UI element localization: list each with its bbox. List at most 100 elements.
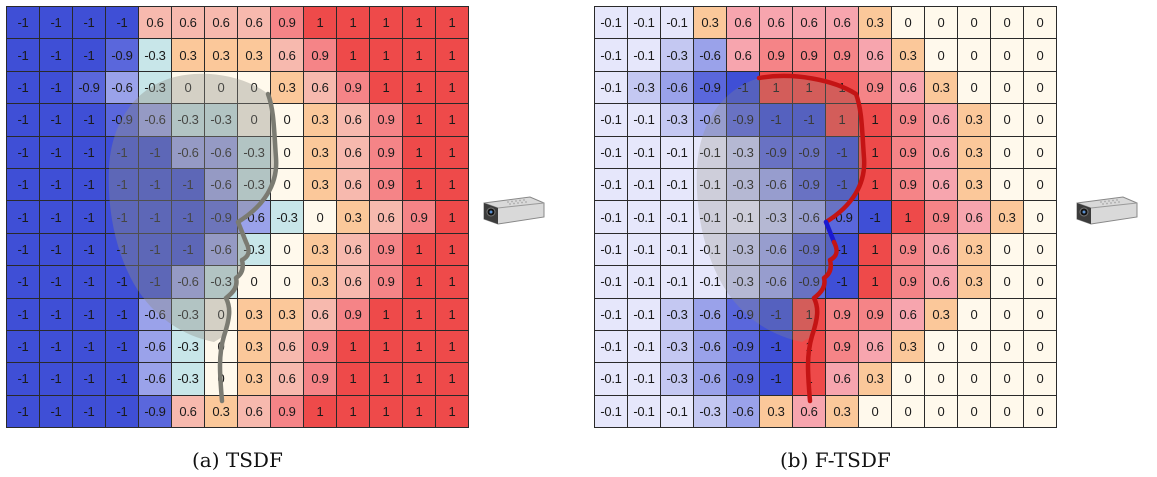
grid-cell: 0 — [1024, 266, 1057, 298]
grid-cell: 0.9 — [403, 201, 436, 233]
grid-cell: -0.1 — [661, 201, 694, 233]
grid-cell: -1 — [73, 137, 106, 169]
grid-cell: 0.6 — [925, 266, 958, 298]
grid-cell: -1 — [172, 234, 205, 266]
grid-cell: -0.9 — [793, 137, 826, 169]
grid-cell: -1 — [73, 234, 106, 266]
grid-cell: -1 — [7, 7, 40, 39]
grid-cell: 0.6 — [271, 331, 304, 363]
grid-cell: 1 — [337, 396, 370, 428]
grid-cell: -0.1 — [595, 201, 628, 233]
grid-cell: 0.9 — [925, 201, 958, 233]
grid-cell: -1 — [40, 72, 73, 104]
grid-cell: 0.3 — [925, 72, 958, 104]
grid-cell: 1 — [859, 169, 892, 201]
grid-cell: 0.6 — [337, 104, 370, 136]
grid-cell: -1 — [73, 201, 106, 233]
grid-cell: -0.1 — [727, 201, 760, 233]
grid-cell: 0.3 — [238, 331, 271, 363]
grid-cell: 0.3 — [238, 299, 271, 331]
grid-cell: 0.6 — [205, 7, 238, 39]
grid-cell: -1 — [40, 137, 73, 169]
grid-cell: 0 — [238, 266, 271, 298]
grid-cell: 1 — [436, 266, 469, 298]
grid-cell: -0.6 — [172, 137, 205, 169]
grid-cell: 0 — [1024, 396, 1057, 428]
grid-cell: 1 — [859, 137, 892, 169]
grid-cell: 0.3 — [304, 169, 337, 201]
grid-cell: 0.9 — [304, 39, 337, 71]
grid-cell: -1 — [73, 7, 106, 39]
grid-cell: 0.6 — [370, 201, 403, 233]
grid-cell: 0.9 — [370, 104, 403, 136]
grid-cell: 1 — [370, 39, 403, 71]
grid-cell: -0.6 — [172, 266, 205, 298]
grid-cell: 1 — [760, 72, 793, 104]
grid-cell: 0 — [304, 201, 337, 233]
grid-cell: 0 — [205, 299, 238, 331]
grid-cell: 1 — [403, 137, 436, 169]
grid-cell: -0.1 — [595, 137, 628, 169]
grid-cell: 0 — [238, 72, 271, 104]
grid-cell: -1 — [106, 396, 139, 428]
grid-cell: 1 — [436, 331, 469, 363]
grid-cell: 0.6 — [826, 363, 859, 395]
grid-cell: 0.3 — [271, 299, 304, 331]
grid-cell: 1 — [793, 299, 826, 331]
grid-cell: 0 — [925, 363, 958, 395]
grid-cell: 0 — [271, 234, 304, 266]
grid-cell: 1 — [370, 396, 403, 428]
grid-cell: 1 — [436, 137, 469, 169]
grid-cell: -0.1 — [661, 234, 694, 266]
grid-cell: 1 — [304, 396, 337, 428]
grid-cell: 0.3 — [172, 39, 205, 71]
grid-cell: 1 — [403, 396, 436, 428]
grid-cell: 0.9 — [337, 72, 370, 104]
grid-cell: 0.6 — [304, 299, 337, 331]
grid-cell: 0.6 — [925, 234, 958, 266]
grid-cell: -1 — [139, 169, 172, 201]
grid-cell: 0 — [925, 7, 958, 39]
grid-cell: 0 — [991, 299, 1024, 331]
grid-cell: -0.1 — [694, 201, 727, 233]
grid-cell: -1 — [73, 331, 106, 363]
grid-cell: 0.9 — [892, 266, 925, 298]
grid-cell: -0.1 — [628, 266, 661, 298]
grid-cell: 0.3 — [760, 396, 793, 428]
grid-cell: -1 — [826, 137, 859, 169]
grid-cell: -0.1 — [628, 104, 661, 136]
grid-cell: -1 — [73, 266, 106, 298]
caption-tsdf: (a) TSDF — [192, 448, 283, 472]
grid-cell: -0.9 — [205, 201, 238, 233]
grid-cell: 1 — [403, 169, 436, 201]
grid-cell: 1 — [403, 104, 436, 136]
grid-cell: -0.6 — [760, 234, 793, 266]
grid-cell: 0.3 — [205, 396, 238, 428]
grid-cell: 0 — [859, 396, 892, 428]
grid-cell: -1 — [73, 363, 106, 395]
grid-cell: 0.3 — [958, 234, 991, 266]
grid-cell: 1 — [337, 39, 370, 71]
grid-cell: -1 — [106, 266, 139, 298]
grid-cell: -1 — [40, 104, 73, 136]
grid-cell: -0.1 — [595, 7, 628, 39]
grid-cell: -1 — [7, 266, 40, 298]
grid-cell: -0.3 — [661, 299, 694, 331]
grid-cell: -0.1 — [595, 39, 628, 71]
grid-cell: -0.3 — [661, 331, 694, 363]
grid-cell: 0.3 — [859, 363, 892, 395]
grid-cell: -0.1 — [595, 363, 628, 395]
grid-cell: 0.6 — [172, 396, 205, 428]
grid-cell: -1 — [40, 7, 73, 39]
grid-cell: -1 — [106, 201, 139, 233]
grid-cell: -0.6 — [139, 104, 172, 136]
grid-cell: 1 — [370, 363, 403, 395]
grid-cell: 0 — [271, 169, 304, 201]
grid-cell: 0.3 — [892, 39, 925, 71]
grid-cell: 0.9 — [793, 39, 826, 71]
grid-cell: 1 — [436, 39, 469, 71]
grid-cell: -0.9 — [106, 39, 139, 71]
grid-cell: -0.9 — [826, 201, 859, 233]
grid-cell: 0 — [991, 396, 1024, 428]
